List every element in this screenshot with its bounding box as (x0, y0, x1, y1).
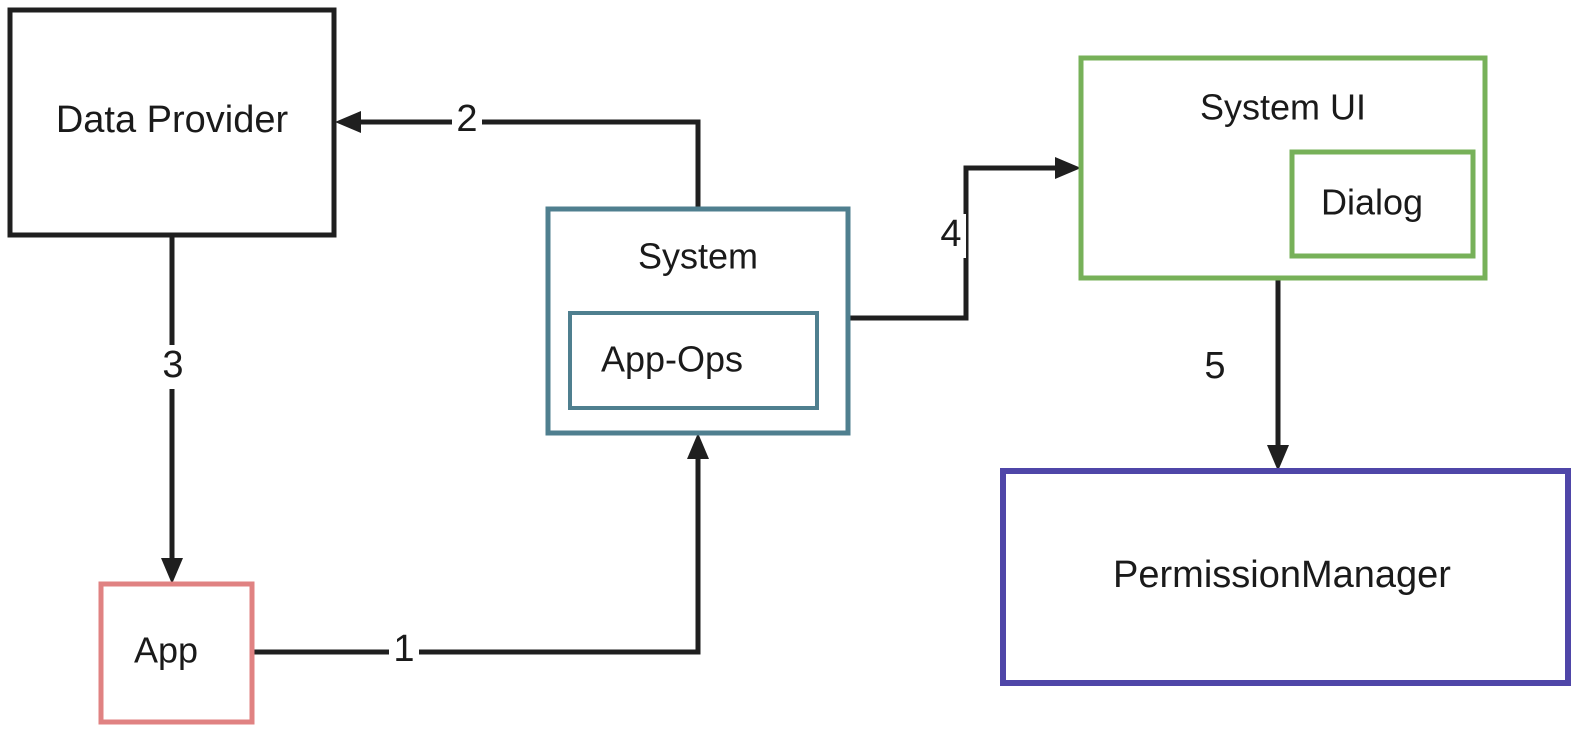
edge-label-3: 3 (162, 344, 183, 386)
edge-label-backdrop-3 (158, 345, 188, 389)
node-app[interactable]: App (98, 581, 255, 725)
edge-line-2 (343, 119, 701, 209)
node-permission-manager[interactable]: PermissionManager (1000, 468, 1571, 686)
edge-label-group-1: 1 (389, 628, 419, 673)
arrowhead-icon-1 (687, 433, 709, 459)
edge-label-group-2: 2 (452, 98, 482, 143)
edge-label-2: 2 (456, 98, 477, 140)
node-dialog[interactable]: Dialog (1289, 149, 1476, 259)
edge-5 (1267, 278, 1289, 471)
node-app-ops[interactable]: App-Ops (568, 311, 819, 410)
edge-label-group-3: 3 (158, 344, 188, 389)
node-box-permission-manager[interactable] (1000, 468, 1571, 686)
node-box-app-ops[interactable] (568, 311, 819, 410)
edge-label-backdrop-1 (389, 629, 419, 673)
arrowhead-icon-4 (1055, 157, 1081, 179)
node-box-dialog[interactable] (1289, 149, 1476, 259)
node-label-system-ui: System UI (1200, 87, 1366, 128)
edge-1 (252, 433, 709, 655)
edge-label-4: 4 (940, 213, 961, 255)
edge-label-group-4: 4 (936, 213, 966, 258)
edge-label-backdrop-2 (452, 99, 482, 143)
node-label-app: App (134, 630, 198, 671)
arrowhead-icon-5 (1267, 445, 1289, 471)
node-box-app[interactable] (98, 581, 255, 725)
edge-labels-group: 1 2 3 4 5 (158, 98, 1230, 673)
arrowhead-icon-2 (335, 111, 361, 133)
node-data-provider[interactable]: Data Provider (7, 7, 337, 238)
edge-label-group-5: 5 (1200, 345, 1230, 390)
node-label-permission-manager: PermissionManager (1113, 554, 1451, 596)
node-box-data-provider[interactable] (7, 7, 337, 238)
node-label-dialog: Dialog (1321, 182, 1423, 223)
node-label-data-provider: Data Provider (56, 99, 289, 141)
edge-line-1 (252, 441, 701, 655)
node-label-system: System (638, 236, 758, 277)
edge-3 (161, 235, 183, 584)
arrowhead-icon-3 (161, 558, 183, 584)
edge-2 (335, 111, 701, 209)
edge-label-5: 5 (1204, 345, 1225, 387)
edge-label-backdrop-5 (1200, 346, 1230, 390)
edge-label-1: 1 (393, 628, 414, 670)
edge-label-backdrop-4 (936, 214, 966, 258)
node-label-app-ops: App-Ops (601, 339, 743, 380)
